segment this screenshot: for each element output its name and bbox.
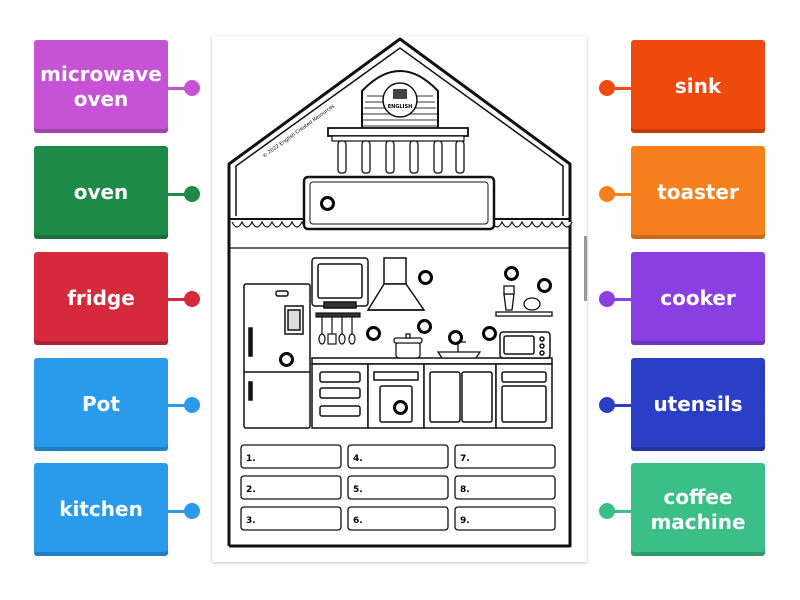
drop-target-marker[interactable] — [417, 319, 432, 334]
worksheet-image: ENGLISH © 2022 English Created Resources — [212, 36, 587, 562]
logo-text: ENGLISH — [388, 104, 413, 110]
connector-dot-utensils[interactable] — [599, 397, 615, 413]
answer-number: 2. — [246, 485, 256, 495]
tile-label: coffee machine — [650, 484, 746, 534]
answer-number: 3. — [246, 516, 256, 526]
tile-label: kitchen — [59, 497, 143, 521]
tile-label: toaster — [657, 180, 739, 204]
pot-drawing — [393, 333, 423, 359]
base-cabinets — [311, 363, 553, 429]
answer-number: 4. — [353, 454, 363, 464]
tile-coffee-machine[interactable]: coffee machine — [631, 463, 765, 556]
tile-cooker[interactable]: cooker — [631, 252, 765, 345]
utensils-drawing — [315, 312, 361, 345]
scrollbar-thumb[interactable] — [584, 236, 587, 301]
connector-coffee-machine — [609, 510, 631, 513]
kitchen-house-drawing: ENGLISH © 2022 English Created Resources — [227, 37, 573, 548]
connector-dot-toaster[interactable] — [599, 186, 615, 202]
toaster-oven-drawing — [499, 331, 551, 359]
connector-sink — [609, 87, 631, 90]
answer-number: 7. — [460, 454, 470, 464]
connector-oven — [168, 193, 190, 196]
drop-target-marker[interactable] — [279, 352, 294, 367]
tile-label: microwave oven — [40, 61, 162, 111]
connector-dot-cooker[interactable] — [599, 291, 615, 307]
connector-dot-fridge[interactable] — [184, 291, 200, 307]
connector-cooker — [609, 298, 631, 301]
connector-dot-sink[interactable] — [599, 80, 615, 96]
shelf-drawing — [495, 285, 553, 317]
tile-oven[interactable]: oven — [34, 146, 168, 239]
connector-microwave-oven — [168, 87, 190, 90]
drop-target-marker[interactable] — [482, 326, 497, 341]
drop-target-marker[interactable] — [537, 278, 552, 293]
tile-label: oven — [73, 180, 129, 204]
tile-toaster[interactable]: toaster — [631, 146, 765, 239]
tile-label: utensils — [653, 392, 743, 416]
connector-toaster — [609, 193, 631, 196]
tile-fridge[interactable]: fridge — [34, 252, 168, 345]
answer-number: 6. — [353, 516, 363, 526]
tile-sink[interactable]: sink — [631, 40, 765, 133]
tile-label: fridge — [67, 286, 135, 310]
answer-number: 9. — [460, 516, 470, 526]
connector-dot-coffee-machine[interactable] — [599, 503, 615, 519]
tile-label: cooker — [660, 286, 736, 310]
answer-number: 1. — [246, 454, 256, 464]
drop-target-marker[interactable] — [320, 196, 335, 211]
connector-dot-microwave-oven[interactable] — [184, 80, 200, 96]
logo-badge — [382, 82, 418, 118]
tile-label: sink — [674, 74, 722, 98]
drop-target-marker[interactable] — [366, 326, 381, 341]
tile-microwave-oven[interactable]: microwave oven — [34, 40, 168, 133]
drop-target-marker[interactable] — [448, 330, 463, 345]
answer-number: 8. — [460, 485, 470, 495]
connector-dot-oven[interactable] — [184, 186, 200, 202]
drop-target-marker[interactable] — [504, 266, 519, 281]
answer-boxes — [240, 444, 556, 531]
tile-pot[interactable]: Pot — [34, 358, 168, 451]
connector-utensils — [609, 404, 631, 407]
tile-utensils[interactable]: utensils — [631, 358, 765, 451]
sink-drawing — [436, 341, 482, 359]
connector-dot-pot[interactable] — [184, 397, 200, 413]
drop-target-marker[interactable] — [393, 400, 408, 415]
answer-number: 5. — [353, 485, 363, 495]
cooker-hood-drawing — [366, 257, 426, 311]
tile-kitchen[interactable]: kitchen — [34, 463, 168, 556]
microwave-drawing — [311, 257, 369, 309]
connector-dot-kitchen[interactable] — [184, 503, 200, 519]
fridge-drawing — [243, 283, 311, 429]
drop-target-marker[interactable] — [418, 270, 433, 285]
tile-label: Pot — [82, 392, 120, 416]
connector-pot — [168, 404, 190, 407]
connector-fridge — [168, 298, 190, 301]
connector-kitchen — [168, 510, 190, 513]
